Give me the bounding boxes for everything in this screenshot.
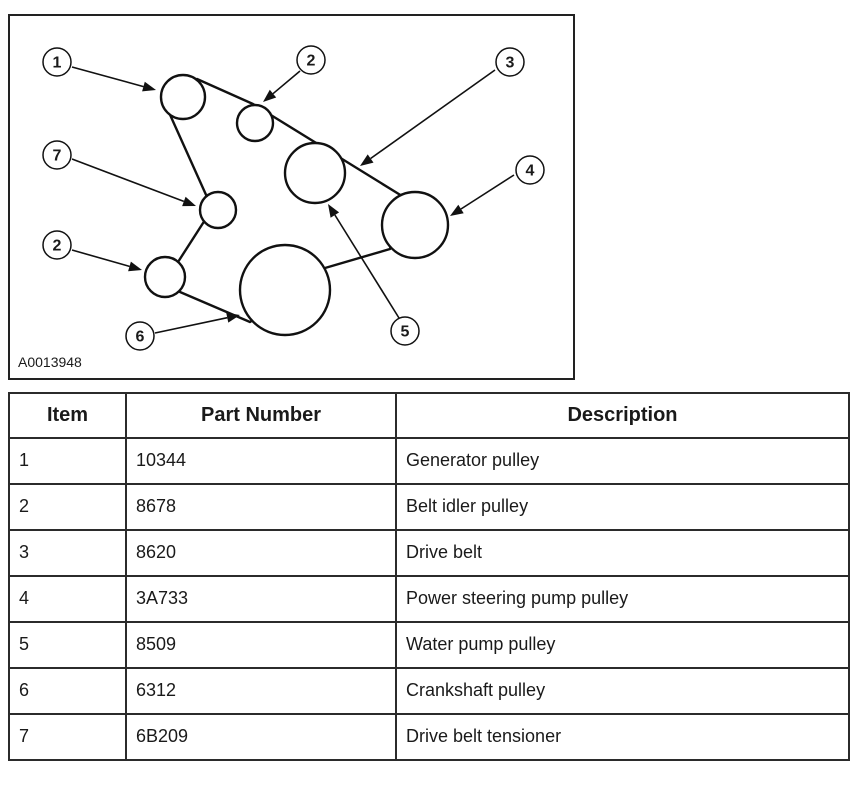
callout-number: 2 (53, 238, 62, 255)
table-row: 5 8509 Water pump pulley (8, 621, 850, 669)
part-number-cell: 8620 (125, 529, 397, 577)
callout-3: 3 (495, 47, 525, 77)
callout-1: 1 (42, 47, 72, 77)
callout-4: 4 (515, 155, 545, 185)
arrowhead-icon (360, 154, 374, 166)
item-header: Item (8, 392, 127, 439)
water-pump-pulley (283, 141, 347, 205)
description-cell: Water pump pulley (395, 621, 850, 669)
callouts: 1 2 3 7 4 (42, 45, 545, 351)
part-number-cell: 3A733 (125, 575, 397, 623)
part-number-cell: 8509 (125, 621, 397, 669)
item-cell: 7 (8, 713, 127, 761)
callout-balloon (515, 155, 545, 185)
arrowhead-icon (128, 261, 142, 272)
callout-arrow (154, 316, 228, 334)
item-cell: 5 (8, 621, 127, 669)
callout-balloon (495, 47, 525, 77)
description-cell: Drive belt (395, 529, 850, 577)
drive-belt-path (165, 77, 404, 324)
callout-number: 7 (53, 148, 62, 165)
idler-pulley-top (235, 103, 275, 143)
crankshaft-pulley (238, 243, 332, 337)
arrowhead-icon (182, 196, 196, 207)
description-cell: Crankshaft pulley (395, 667, 850, 715)
tensioner-pulley (198, 190, 238, 230)
description-cell: Drive belt tensioner (395, 713, 850, 761)
callout-arrow (272, 70, 301, 95)
callout-balloon (125, 321, 155, 351)
callout-balloon (42, 140, 72, 170)
description-cell: Generator pulley (395, 437, 850, 485)
table-row: 6 6312 Crankshaft pulley (8, 667, 850, 715)
table-row: 4 3A733 Power steering pump pulley (8, 575, 850, 623)
callout-arrow (71, 158, 185, 203)
item-cell: 3 (8, 529, 127, 577)
callout-5: 5 (390, 316, 420, 346)
callout-number: 1 (53, 55, 62, 72)
idler-pulley-lower (143, 255, 187, 299)
callout-number: 5 (401, 324, 410, 341)
table-row: 7 6B209 Drive belt tensioner (8, 713, 850, 761)
belt-diagram-svg: 1 2 3 7 4 (18, 45, 545, 370)
description-cell: Belt idler pulley (395, 483, 850, 531)
header-row: Item Part Number Description (8, 392, 850, 439)
part-number-cell: 10344 (125, 437, 397, 485)
callout-number: 2 (307, 53, 316, 70)
arrowhead-icon (263, 89, 277, 102)
item-cell: 2 (8, 483, 127, 531)
parts-table-header: Item Part Number Description (8, 392, 850, 439)
arrowhead-icon (142, 81, 156, 92)
callout-arrow (370, 69, 496, 160)
callout-number: 3 (506, 55, 515, 72)
manual-page: 1 2 3 7 4 (8, 14, 850, 761)
power-steering-pump-pulley (380, 190, 450, 260)
description-header: Description (395, 392, 850, 439)
callout-arrowheads (128, 81, 464, 323)
callout-7: 7 (42, 140, 72, 170)
callout-arrow (71, 66, 144, 88)
callout-balloon (42, 47, 72, 77)
arrowhead-icon (328, 204, 340, 218)
item-cell: 4 (8, 575, 127, 623)
belt-routing-diagram: 1 2 3 7 4 (8, 14, 575, 380)
description-cell: Power steering pump pulley (395, 575, 850, 623)
callout-arrow (334, 214, 400, 319)
part-number-cell: 6312 (125, 667, 397, 715)
callout-6: 6 (125, 321, 155, 351)
parts-table: Item Part Number Description 1 10344 Gen… (8, 392, 850, 761)
arrowhead-icon (226, 312, 240, 323)
callout-balloon (42, 230, 72, 260)
item-cell: 6 (8, 667, 127, 715)
part-number-header: Part Number (125, 392, 397, 439)
generator-pulley (159, 73, 207, 121)
item-cell: 1 (8, 437, 127, 485)
table-row: 1 10344 Generator pulley (8, 437, 850, 485)
arrowhead-icon (450, 204, 464, 216)
callout-2-lower: 2 (42, 230, 72, 260)
parts-table-body: 1 10344 Generator pulley 2 8678 Belt idl… (8, 437, 850, 761)
callout-arrows (71, 66, 515, 334)
part-number-cell: 6B209 (125, 713, 397, 761)
table-row: 2 8678 Belt idler pulley (8, 483, 850, 531)
callout-arrow (71, 249, 130, 268)
callout-arrow (460, 174, 515, 210)
callout-2-top: 2 (296, 45, 326, 75)
table-row: 3 8620 Drive belt (8, 529, 850, 577)
callout-balloon (296, 45, 326, 75)
callout-number: 6 (136, 329, 145, 346)
callout-number: 4 (526, 163, 535, 180)
part-number-cell: 8678 (125, 483, 397, 531)
figure-label: A0013948 (18, 354, 82, 370)
callout-balloon (390, 316, 420, 346)
